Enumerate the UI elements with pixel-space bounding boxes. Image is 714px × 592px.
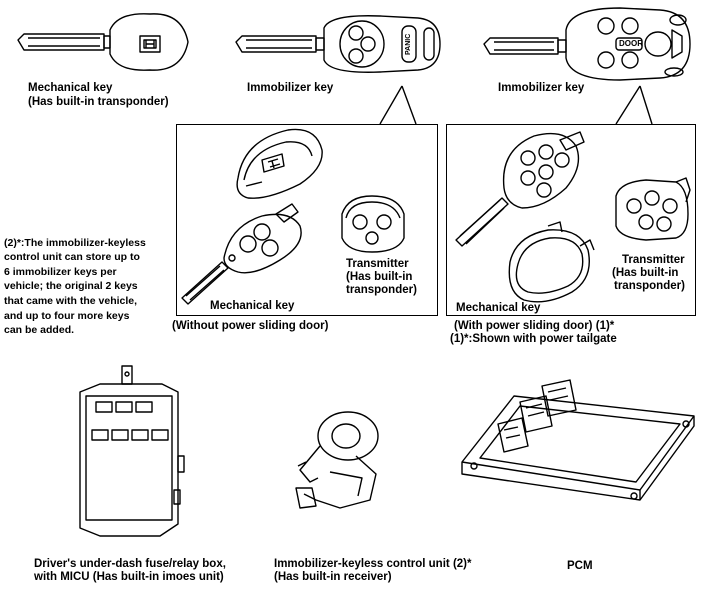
box-right-transmitter-line-3: transponder): [614, 280, 685, 292]
key-housing-open: [508, 221, 595, 303]
immobilizer-key-label-right: Immobilizer key: [498, 82, 585, 94]
box-left-transmitter-line-3: transponder): [346, 284, 417, 296]
mechanical-key-label: Mechanical key: [28, 82, 113, 94]
flip-key-open: [181, 203, 302, 305]
control-unit-label-line-2: (Has built-in receiver): [274, 571, 392, 583]
mechanical-key-top-left: [17, 13, 189, 71]
box-right-transmitter-line-1: Transmitter: [622, 254, 685, 266]
side-note-line-6: and up to four more keys: [4, 310, 130, 322]
box-left-caption: (Without power sliding door): [172, 320, 329, 332]
box-left-transmitter-line-2: (Has built-in: [346, 271, 413, 283]
box-left-transmitter-line-1: Transmitter: [346, 258, 409, 270]
side-note-line-7: can be added.: [4, 324, 75, 336]
immobilizer-key-label-middle: Immobilizer key: [247, 82, 334, 94]
control-unit-label-ref: (2)*: [452, 558, 472, 570]
callout-left: [379, 85, 417, 125]
transmitter-left: [341, 195, 405, 253]
pcm-label: PCM: [567, 560, 593, 572]
remote-key-with-sliding-door: [455, 131, 585, 247]
box-right-mechanical-key-label: Mechanical key: [456, 302, 541, 314]
pcm-unit: [461, 379, 695, 501]
box-right-caption-ref: (1)*: [595, 320, 615, 332]
box-right-caption: (With power sliding door) (1)*: [454, 320, 614, 333]
box-right-caption-text: (With power sliding door): [454, 320, 593, 332]
side-note-line-5: that came with the vehicle,: [4, 295, 138, 307]
flip-key-folded: [236, 128, 323, 199]
fuse-relay-box: [79, 365, 185, 537]
immobilizer-control-unit: [295, 411, 379, 509]
mechanical-key-sublabel: (Has built-in transponder): [28, 96, 169, 108]
door-button-label: DOOR: [619, 39, 643, 48]
box-right-footnote: (1)*:Shown with power tailgate: [450, 333, 617, 345]
fuse-box-label-line-2: with MICU (Has built-in imoes unit): [34, 571, 224, 583]
side-note-line-1: (2)*:The immobilizer-keyless: [4, 237, 146, 249]
transmitter-right: [615, 177, 691, 241]
detail-box-with-sliding-door: [446, 124, 696, 316]
callout-right: [615, 85, 653, 125]
immobilizer-key-right: [483, 7, 691, 81]
box-right-transmitter-line-2: (Has built-in: [612, 267, 679, 279]
control-unit-label-line-1: Immobilizer-keyless control unit (2)*: [274, 558, 471, 571]
panic-button: PANIC: [405, 33, 412, 55]
side-note-line-2: control unit can store up to: [4, 251, 140, 263]
side-note-line-3: 6 immobilizer keys per: [4, 266, 117, 278]
box-left-mechanical-key-label: Mechanical key: [210, 300, 295, 312]
fuse-box-label-line-1: Driver's under-dash fuse/relay box,: [34, 558, 226, 570]
side-note-line-4: vehicle; the original 2 keys: [4, 280, 138, 292]
immobilizer-key-middle: [235, 15, 441, 73]
detail-box-without-sliding-door: [176, 124, 438, 316]
control-unit-label-text: Immobilizer-keyless control unit: [274, 558, 450, 570]
